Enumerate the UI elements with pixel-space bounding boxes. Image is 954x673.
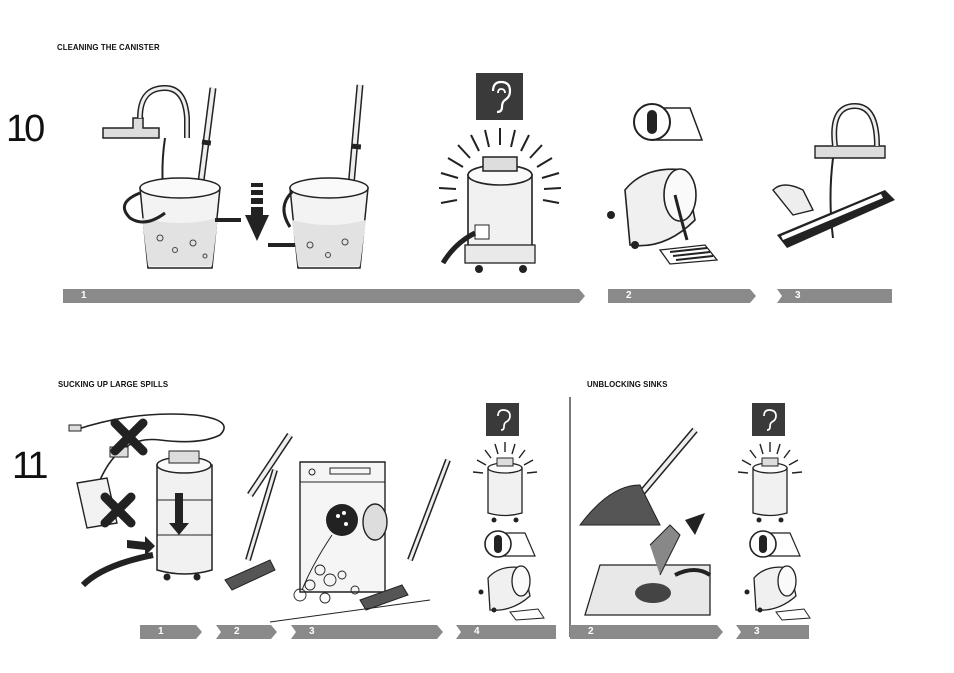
step-bar-sinks-3: 3 bbox=[736, 625, 809, 639]
step-bar-11-4: 4 bbox=[456, 625, 556, 639]
step-bar-10-1: 1 bbox=[63, 289, 585, 303]
washing-machine-illustration bbox=[269, 458, 451, 623]
section-11-heading: SUCKING UP LARGE SPILLS bbox=[58, 379, 169, 389]
step-bar-10-3: 3 bbox=[777, 289, 892, 303]
step-number-10: 10 bbox=[6, 108, 45, 150]
section-divider bbox=[569, 397, 571, 637]
step-bar-sinks-2: 2 bbox=[570, 625, 723, 639]
bucket-washing-illustration bbox=[102, 84, 241, 269]
ear-icon bbox=[486, 403, 519, 436]
canister-emptying-illustration bbox=[607, 168, 719, 265]
power-switch-icon bbox=[633, 103, 704, 141]
remove-filter-illustration bbox=[68, 413, 225, 588]
nozzle-rinse-illustration bbox=[772, 102, 895, 248]
vacuum-running-small-illustration bbox=[472, 442, 538, 523]
bucket-rinse-illustration bbox=[282, 84, 369, 269]
step-bar-11-1: 1 bbox=[140, 625, 202, 639]
vacuum-running-illustration bbox=[438, 128, 562, 273]
power-switch-icon bbox=[484, 530, 536, 558]
wand-assembly-illustration bbox=[224, 433, 293, 591]
down-arrow-icon bbox=[245, 183, 269, 241]
ear-icon bbox=[752, 403, 785, 436]
step-bar-10-2: 2 bbox=[608, 289, 756, 303]
step-number-11: 11 bbox=[12, 445, 48, 487]
step-bar-11-3: 3 bbox=[291, 625, 443, 639]
section-10-heading: CLEANING THE CANISTER bbox=[57, 42, 160, 52]
ear-icon bbox=[476, 73, 523, 120]
vacuum-running-small-illustration bbox=[737, 442, 803, 523]
step-bar-11-2: 2 bbox=[216, 625, 277, 639]
cross-icon bbox=[110, 418, 148, 456]
canister-emptying-small-illustration bbox=[478, 565, 545, 621]
dash-mark bbox=[268, 243, 296, 247]
canister-emptying-small-illustration bbox=[744, 565, 811, 621]
unblocking-sinks-heading: UNBLOCKING SINKS bbox=[587, 379, 668, 389]
sink-unblocking-illustration bbox=[578, 427, 712, 616]
power-switch-icon bbox=[749, 530, 801, 558]
